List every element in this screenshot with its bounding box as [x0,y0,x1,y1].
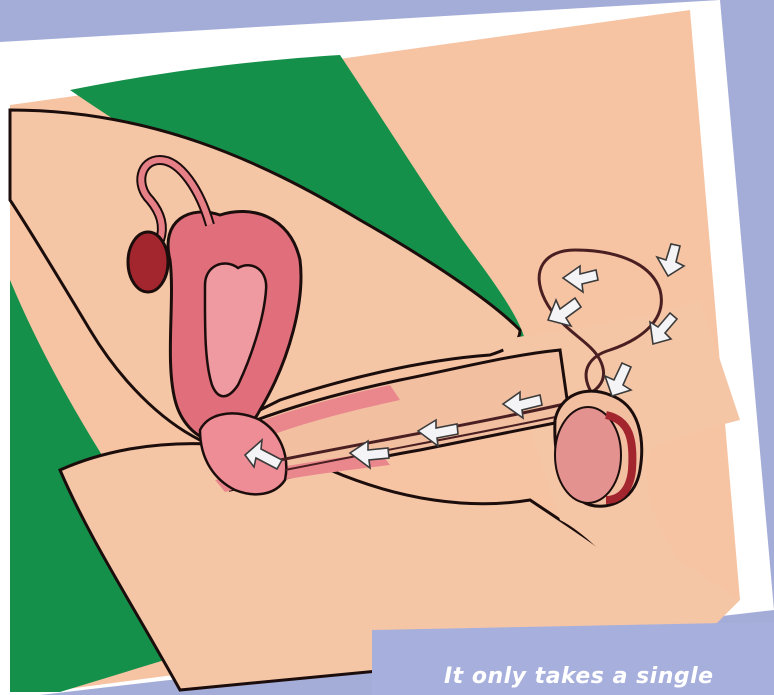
testis [555,407,621,503]
caption-text: It only takes a single [444,664,714,689]
ovary [128,232,168,292]
